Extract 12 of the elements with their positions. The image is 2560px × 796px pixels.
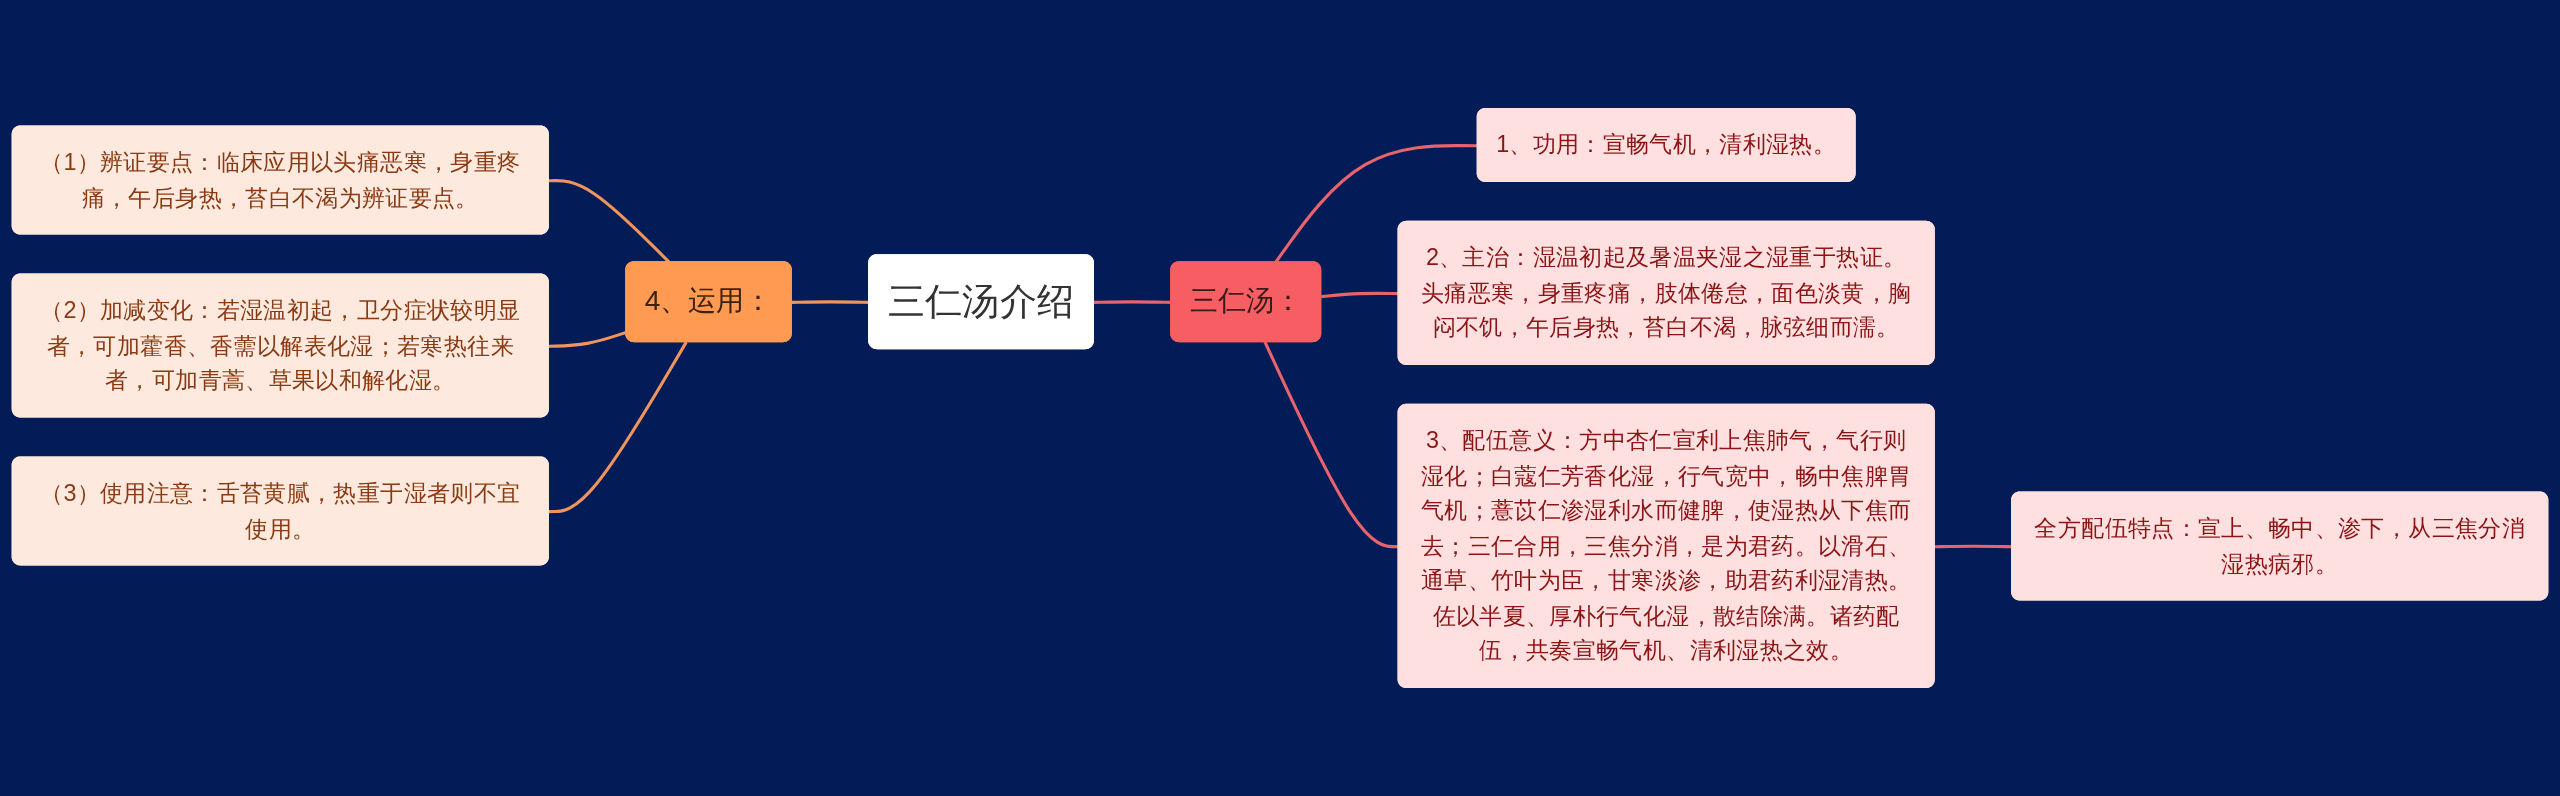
connector-line bbox=[548, 341, 688, 514]
topic-box: （2）加减变化：若湿温初起，卫分症状较明显者，可加藿香、香薷以解表化湿；若寒热往来者，可加青蒿、草果以和解化湿。 bbox=[11, 273, 549, 418]
topic-box: 全方配伍特点：宣上、畅中、渗下，从三焦分消湿热病邪。 bbox=[2011, 491, 2549, 601]
topic-box: 4、运用： bbox=[625, 261, 792, 343]
connector-line bbox=[1093, 300, 1172, 304]
topic-box: 1、功用：宣畅气机，清利湿热。 bbox=[1476, 108, 1856, 182]
topic-box: 三仁汤介绍 bbox=[868, 254, 1094, 350]
topic-box: 2、主治：湿温初起及暑温夹湿之湿重于热证。头痛恶寒，身重疼痛，肢体倦怠，面色淡黄，胸闷不饥，午后身热，苔白不渴，脉弦细而濡。 bbox=[1397, 220, 1935, 365]
topic-box: （3）使用注意：舌苔黄腻，热重于湿者则不宜使用。 bbox=[11, 456, 549, 566]
topic-box: 3、配伍意义：方中杏仁宣利上焦肺气，气行则湿化；白蔻仁芳香化湿，行气宽中，畅中焦脾胃气机；薏苡仁渗湿利水而健脾，使湿热从下焦而去；三仁合用，三焦分消，是为君药。以滑石、通草、竹叶为臣，甘寒淡渗，助君药利湿清热。佐以半夏、厚朴行气化湿，散结除满。诸药配伍，共奏宣畅气机、清利湿热之效。 bbox=[1397, 403, 1935, 688]
topic-box: 三仁汤： bbox=[1170, 261, 1322, 343]
topic-box: （1）辨证要点：临床应用以头痛恶寒，身重疼痛，午后身热，苔白不渴为辨证要点。 bbox=[11, 125, 549, 235]
